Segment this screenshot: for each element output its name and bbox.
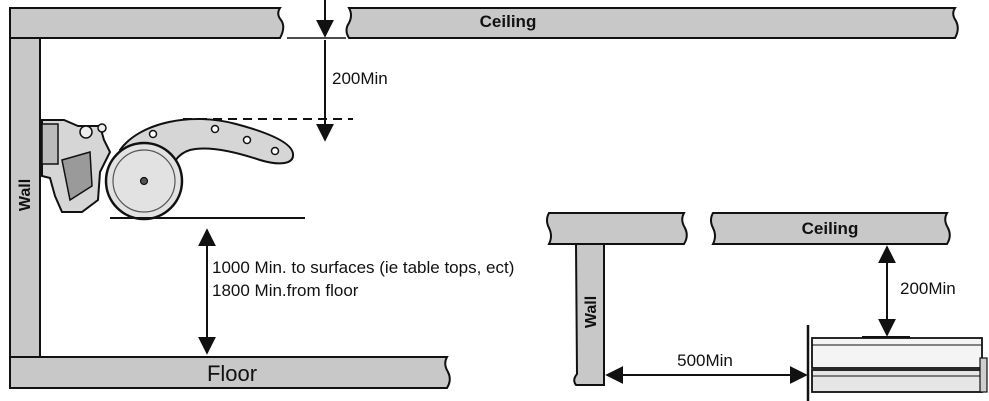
device-hinge-top xyxy=(97,123,107,133)
device-arm-rivet-2 xyxy=(210,124,220,134)
wall-mounted-device xyxy=(41,118,294,221)
right-ceiling-label: Ceiling xyxy=(802,219,859,238)
floor-slab xyxy=(9,356,451,389)
left-ceiling-slab-b xyxy=(345,7,959,39)
left-ceiling-label: Ceiling xyxy=(480,12,537,31)
left-ceiling-clearance-label: 200Min xyxy=(332,69,388,88)
device-body-lower xyxy=(811,369,983,393)
device-arm-rivet-3 xyxy=(242,135,252,145)
left-wall xyxy=(9,37,41,359)
right-wall-label: Wall xyxy=(583,296,600,328)
floor-label: Floor xyxy=(207,361,257,386)
right-wall-clearance-label: 500Min xyxy=(677,351,733,370)
ceiling-device-end-view xyxy=(806,325,988,401)
right-ceiling-slab-b xyxy=(710,212,951,245)
right-wall xyxy=(573,243,605,386)
device-end-cap xyxy=(979,357,988,393)
surface-clearance-label: 1000 Min. to surfaces (ie table tops, ec… xyxy=(212,258,514,277)
floor-clearance-label: 1800 Min.from floor xyxy=(212,281,359,300)
right-ceiling-clearance-label: 200Min xyxy=(900,279,956,298)
device-hinge xyxy=(79,125,93,139)
device-bracket-plate xyxy=(41,123,59,165)
left-ceiling-slab-a xyxy=(9,7,285,39)
device-drum-hub xyxy=(139,176,149,186)
device-body-upper xyxy=(811,337,983,369)
right-ceiling-slab-a xyxy=(546,212,688,245)
device-drum-inner xyxy=(112,149,176,213)
left-wall-label: Wall xyxy=(17,179,34,211)
device-arm-rivet-4 xyxy=(270,146,280,156)
device-bracket-detail xyxy=(61,151,93,202)
device-arm-rivet-1 xyxy=(148,129,158,139)
